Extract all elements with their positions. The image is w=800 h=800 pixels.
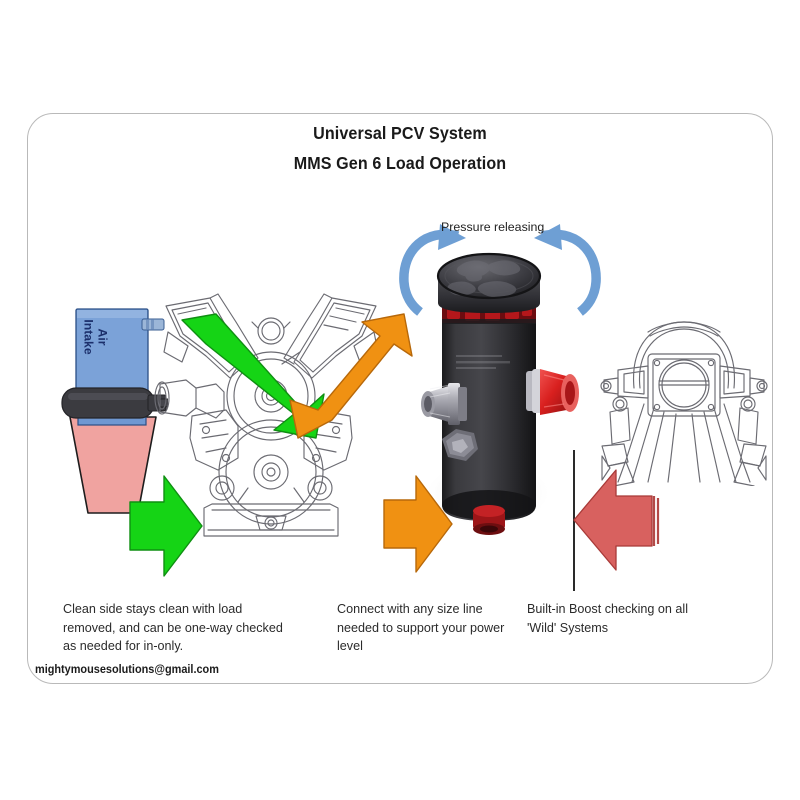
- pressure-releasing-label: Pressure releasing: [441, 220, 545, 234]
- caption-clean-side: Clean side stays clean with load removed…: [63, 602, 283, 654]
- contact-email: mightymousesolutions@gmail.com: [35, 662, 219, 676]
- caption-boost-checking: Built-in Boost checking on all 'Wild' Sy…: [527, 602, 689, 635]
- diagram-frame: [27, 113, 773, 684]
- caption-connect-line: Connect with any size line needed to sup…: [337, 602, 505, 654]
- air-intake-label-text: Air Intake: [81, 319, 110, 355]
- boost-divider-line: [573, 450, 575, 591]
- air-intake-label: Air Intake: [64, 303, 128, 367]
